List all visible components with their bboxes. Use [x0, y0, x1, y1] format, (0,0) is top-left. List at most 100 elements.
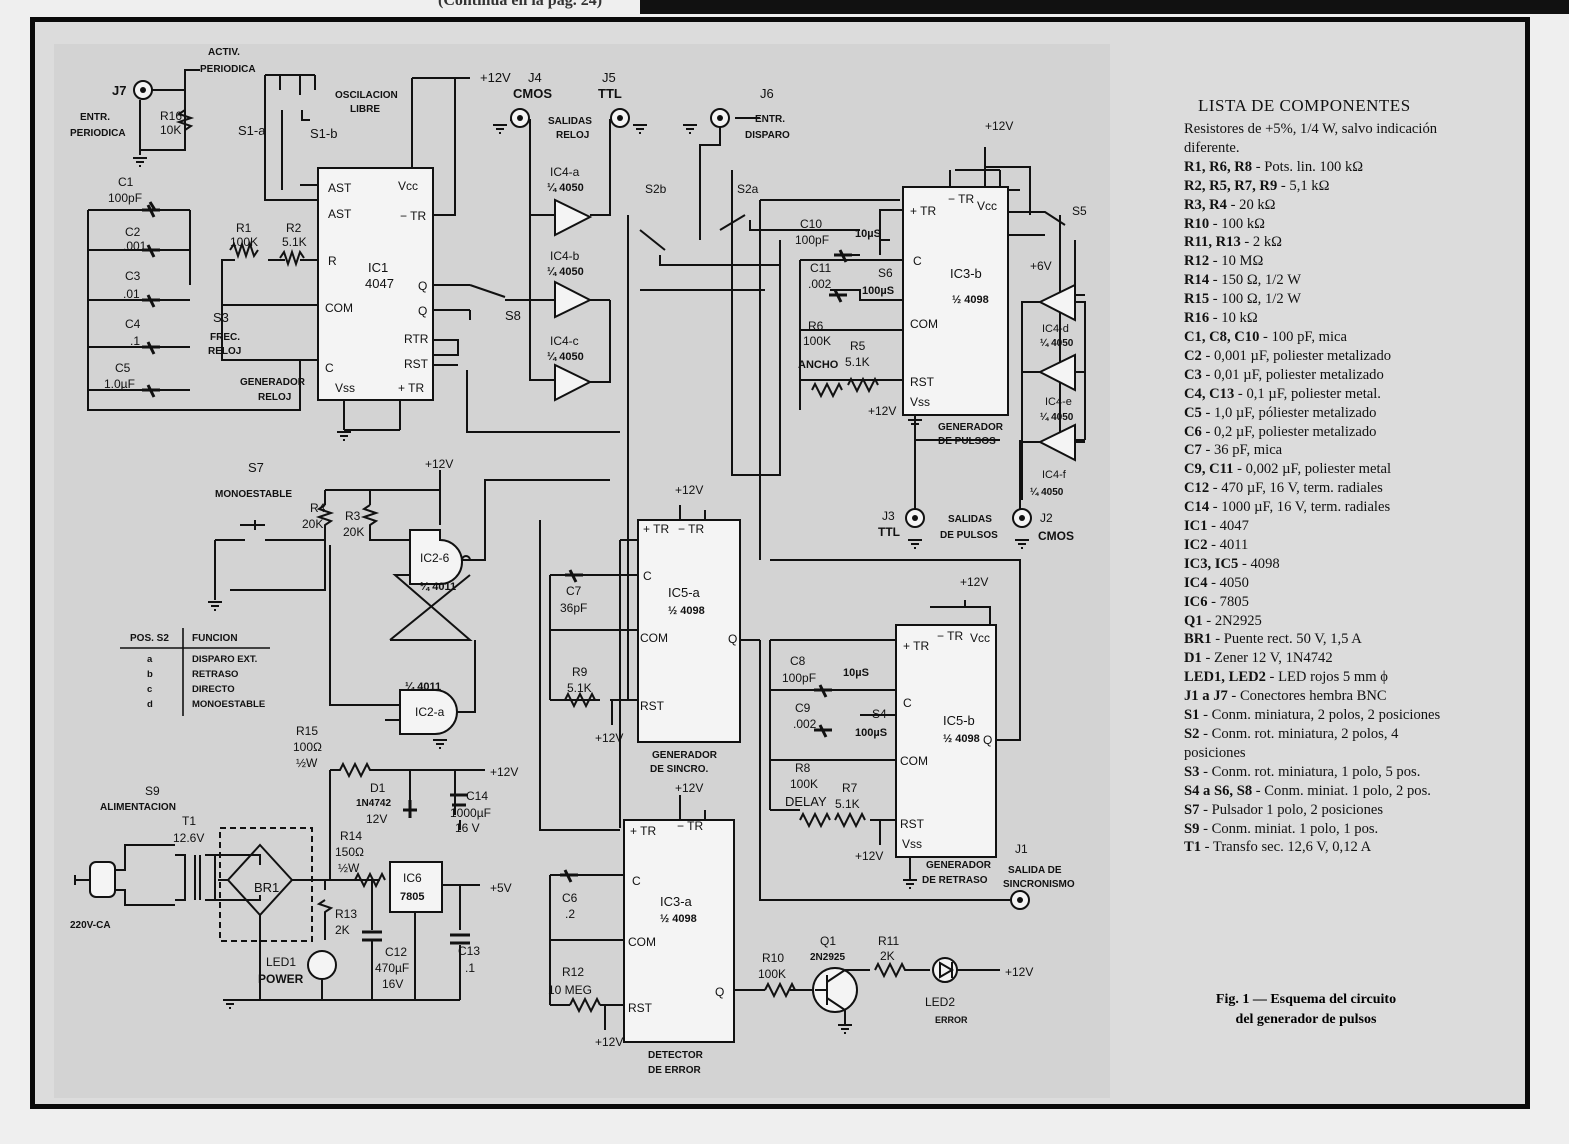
label-plus12-ic3a: +12V: [675, 781, 703, 795]
parts-list-item: J1 a J7 - Conectores hembra BNC: [1184, 687, 1442, 706]
part-desc: - Zener 12 V, 1N4742: [1201, 650, 1333, 667]
parts-list-item: IC6 - 7805: [1184, 593, 1442, 612]
part-ref: D1: [1184, 650, 1202, 667]
part-desc: - Conm. rot. miniatura, 1 polo, 5 pos.: [1199, 763, 1421, 780]
part-ref: R1, R6, R8: [1184, 158, 1253, 175]
parts-list-item: R12 - 10 MΩ: [1184, 252, 1442, 271]
label-r15: R15: [296, 724, 318, 738]
parts-list-item: C14 - 1000 µF, 16 V, term. radiales: [1184, 498, 1442, 517]
part-ref: C2: [1184, 347, 1202, 364]
label-s2a: S2a: [737, 182, 759, 196]
label-r14w: ½W: [338, 861, 360, 875]
label-c4v: .1: [130, 334, 140, 348]
label-ic4a: IC4-a: [550, 165, 580, 179]
label-ic3b-vss: Vss: [910, 395, 930, 409]
part-ref: C1, C8, C10: [1184, 328, 1260, 345]
label-r9v: 5.1K: [567, 681, 592, 695]
label-s8: S8: [505, 308, 521, 323]
part-ref: C4, C13: [1184, 385, 1235, 402]
part-ref: R15: [1184, 291, 1210, 308]
label-r4: R4: [310, 501, 326, 515]
ic4b-triangle: [554, 280, 593, 319]
label-ic3b-vcc: Vcc: [977, 199, 997, 213]
part-desc: - 100 kΩ: [1209, 215, 1265, 232]
ic3b-body: [902, 186, 1009, 416]
label-ic3b-v: ½ 4098: [952, 294, 989, 306]
label-ic5b-rst: RST: [900, 817, 925, 831]
parts-list-item: S4 a S6, S8 - Conm. miniat. 1 polo, 2 po…: [1184, 782, 1442, 801]
ic5a-body: [637, 519, 741, 743]
label-generador: GENERADOR: [240, 377, 306, 388]
label-led2: LED2: [925, 995, 955, 1009]
label-plus12-supply: +12V: [490, 765, 518, 779]
label-c8v: 100pF: [782, 671, 816, 685]
label-entr: ENTR.: [80, 112, 110, 123]
part-desc: - 1000 µF, 16 V, term. radiales: [1209, 499, 1391, 516]
label-s4: S4: [872, 707, 887, 721]
part-desc: - 470 µF, 16 V, term. radiales: [1209, 480, 1383, 497]
part-ref: Q1: [1184, 612, 1203, 629]
label-ic4d-v: ¼ 4050: [1040, 338, 1074, 349]
label-c12: C12: [385, 945, 407, 959]
label-gen-retraso1: GENERADOR: [926, 860, 992, 871]
part-ref: C14: [1184, 499, 1210, 516]
figure-caption: Fig. 1 — Esquema del circuito del genera…: [1186, 990, 1426, 1030]
label-gen-pulsos2: DE PULSOS: [938, 436, 996, 447]
part-desc: - Puente rect. 50 V, 1,5 A: [1211, 631, 1362, 648]
part-ref: R12: [1184, 253, 1210, 270]
label-r6v: 100K: [803, 334, 831, 348]
label-c14w: 16 V: [455, 821, 480, 835]
label-r1: R1: [236, 221, 252, 235]
part-ref: C3: [1184, 366, 1202, 383]
ic5b-body: [895, 624, 997, 858]
label-s3: S3: [213, 310, 229, 325]
table-row-func: DISPARO EXT.: [192, 654, 257, 665]
label-r7: R7: [842, 781, 858, 795]
parts-list-item: S1 - Conm. miniatura, 2 polos, 2 posicio…: [1184, 706, 1442, 725]
label-ic1-r: R: [328, 254, 337, 268]
label-salidas: SALIDAS: [548, 116, 592, 127]
led1-lamp: [307, 950, 337, 980]
label-frec: FREC.: [210, 332, 240, 343]
part-ref: R2, R5, R7, R9: [1184, 177, 1278, 194]
part-desc: - 7805: [1207, 593, 1249, 610]
label-plus12-top: +12V: [480, 70, 511, 85]
label-ic26: IC2-6: [420, 551, 450, 565]
part-desc: - Conm. miniat. 1 polo, 1 pos.: [1199, 820, 1379, 837]
parts-list-item: C4, C13 - 0,1 µF, poliester metal.: [1184, 385, 1442, 404]
label-r14: R14: [340, 829, 362, 843]
label-libre: LIBRE: [350, 104, 380, 115]
parts-list-item: S9 - Conm. miniat. 1 polo, 1 pos.: [1184, 820, 1442, 839]
label-r10: R10: [762, 951, 784, 965]
table-head-pos: POS. S2: [130, 633, 169, 644]
label-j5: J5: [602, 70, 616, 85]
parts-list-item: C1, C8, C10 - 100 pF, mica: [1184, 328, 1442, 347]
part-desc: - 10 MΩ: [1209, 253, 1264, 270]
label-periodica: PERIODICA: [200, 64, 256, 75]
label-r4v: 20K: [302, 517, 323, 531]
part-desc: - 0,2 µF, poliester metalizado: [1201, 423, 1377, 440]
label-plus12-ic5b: +12V: [960, 575, 988, 589]
table-row-pos: a: [147, 654, 153, 665]
q1-transistor: [812, 967, 858, 1013]
label-c10v: 100pF: [795, 233, 829, 247]
label-s1a: S1-a: [238, 123, 266, 138]
label-r6: R6: [808, 319, 824, 333]
label-ic5b-vss: Vss: [902, 837, 922, 851]
part-desc: - Pulsador 1 polo, 2 posiciones: [1199, 801, 1384, 818]
table-row-pos: c: [147, 684, 152, 695]
label-s7: S7: [248, 460, 264, 475]
parts-list-item: IC1 - 4047: [1184, 517, 1442, 536]
label-ic2a: IC2-a: [415, 705, 445, 719]
parts-list-item: R11, R13 - 2 kΩ: [1184, 233, 1442, 252]
label-reloj: RELOJ: [556, 130, 589, 141]
part-ref: R14: [1184, 272, 1210, 289]
label-c14: C14: [466, 789, 488, 803]
label-ic5b-qn: Q: [983, 733, 992, 747]
part-ref: R10: [1184, 215, 1210, 232]
label-r2v: 5.1K: [282, 235, 307, 249]
parts-list-item: BR1 - Puente rect. 50 V, 1,5 A: [1184, 630, 1442, 649]
label-ic3a-c: C: [632, 874, 641, 888]
label-delay: DELAY: [785, 794, 827, 809]
